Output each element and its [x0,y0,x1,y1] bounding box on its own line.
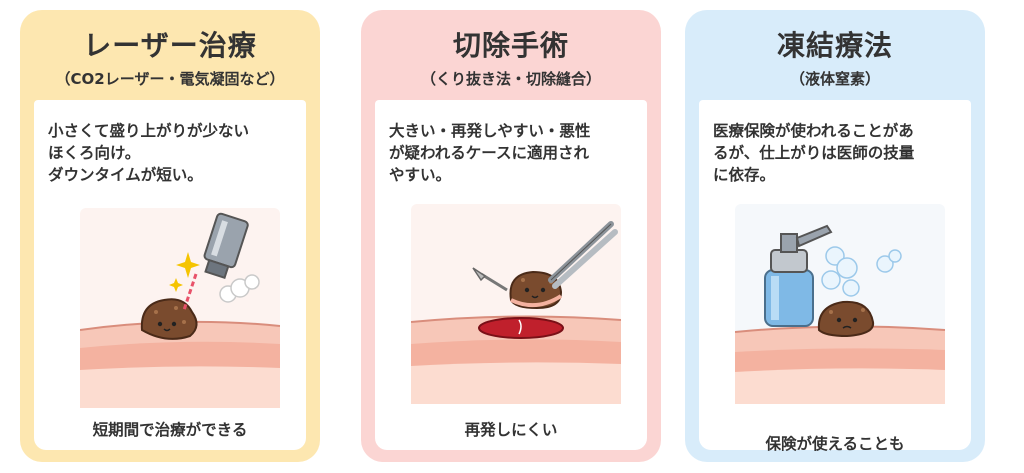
description-line: 小さくて盛り上がりが少ない [48,122,250,140]
card-description: 医療保険が使われることがあ るが、仕上がりは医師の技量 に依存。 [713,120,963,186]
skin-layer-icon [80,320,280,408]
mole-character-icon [817,300,875,338]
cryotherapy-illustration [735,204,945,404]
laser-device-icon [203,212,249,280]
card-header: 切除手術 （くり抜き法・切除縫合） [361,10,661,98]
excision-surgery-card: 切除手術 （くり抜き法・切除縫合） 大きい・再発しやすい・悪性 が疑われるケース… [361,10,661,462]
description-line: に依存。 [713,166,776,184]
cryotherapy-card: 凍結療法 （液体窒素） 医療保険が使われることがあ るが、仕上がりは医師の技量 … [685,10,985,462]
card-subtitle: （CO2レーザー・電気凝固など） [55,70,285,88]
card-title: レーザー治療 [83,29,257,62]
card-caption: 保険が使えることも [765,435,905,453]
card-body: 小さくて盛り上がりが少ない ほくろ向け。 ダウンタイムが短い。 [34,100,306,450]
laser-treatment-card: レーザー治療 （CO2レーザー・電気凝固など） 小さくて盛り上がりが少ない ほく… [20,10,320,462]
skin-layer-icon [735,325,945,404]
card-description: 小さくて盛り上がりが少ない ほくろ向け。 ダウンタイムが短い。 [48,120,298,186]
card-title: 凍結療法 [776,29,893,62]
card-header: 凍結療法 （液体窒素） [685,10,985,98]
card-description: 大きい・再発しやすい・悪性 が疑われるケースに適用され やすい。 [389,120,639,186]
card-caption: 短期間で治療ができる [92,421,248,439]
description-line: ダウンタイムが短い。 [48,166,203,184]
card-body: 医療保険が使われることがあ るが、仕上がりは医師の技量 に依存。 [699,100,971,453]
excision-illustration [411,204,621,404]
mole-character-icon [140,298,198,340]
sparkle-icon [169,252,200,292]
scalpel-icon [472,267,508,292]
description-line: ほくろ向け。 [48,144,141,162]
card-subtitle: （液体窒素） [789,70,880,88]
liquid-nitrogen-spray-icon [764,224,833,327]
laser-beam-icon [182,273,198,311]
description-line: るが、仕上がりは医師の技量 [713,144,915,162]
description-line: やすい。 [389,166,452,184]
card-caption: 再発しにくい [464,421,558,439]
card-subtitle: （くり抜き法・切除縫合） [420,70,601,88]
card-title: 切除手術 [452,29,569,62]
laser-illustration [80,208,280,408]
description-line: が疑われるケースに適用され [389,144,589,162]
description-line: 医療保険が使われることがあ [713,122,914,140]
skin-incision-icon [478,317,564,339]
description-line: 大きい・再発しやすい・悪性 [389,122,591,140]
skin-layer-icon [411,315,621,404]
tweezers-icon [548,221,618,289]
card-body: 大きい・再発しやすい・悪性 が疑われるケースに適用され やすい。 [375,100,647,450]
smoke-icon [219,274,260,303]
card-header: レーザー治療 （CO2レーザー・電気凝固など） [20,10,320,98]
cold-mist-icon [821,246,902,297]
